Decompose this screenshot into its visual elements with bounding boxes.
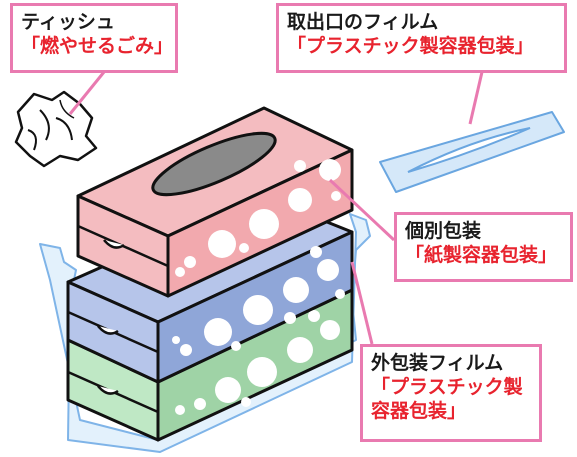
- label-outer-film-title: 外包装フィルム: [371, 352, 504, 374]
- leader-tissue: [68, 71, 106, 115]
- leader-outer-film: [350, 261, 374, 345]
- label-outer-film-category-line2: 容器包装」: [371, 400, 467, 422]
- crumpled-tissue: [14, 90, 98, 168]
- leader-individual-wrap: [328, 178, 396, 242]
- label-individual-wrap-category: 「紙製容器包装」: [405, 244, 558, 266]
- label-opening-film: 取出口のフィルム 「プラスチック製容器包装」: [276, 3, 567, 73]
- label-outer-film: 外包装フィルム 「プラスチック製 容器包装」: [360, 344, 542, 442]
- label-tissue: ティッシュ 「燃やせるごみ」: [10, 3, 178, 73]
- opening-film: [379, 111, 565, 193]
- leader-lines: [68, 71, 484, 345]
- label-opening-film-title: 取出口のフィルム: [287, 11, 439, 33]
- label-tissue-category: 「燃やせるごみ」: [21, 35, 174, 57]
- label-outer-film-category-line1: 「プラスチック製: [371, 376, 523, 398]
- pink-tissue-box: [76, 106, 354, 298]
- label-opening-film-category: 「プラスチック製容器包装」: [287, 35, 534, 57]
- label-individual-wrap: 個別包装 「紙製容器包装」: [394, 212, 573, 282]
- leader-opening-film: [468, 71, 484, 125]
- label-individual-wrap-title: 個別包装: [405, 220, 482, 242]
- label-tissue-title: ティッシュ: [21, 11, 115, 33]
